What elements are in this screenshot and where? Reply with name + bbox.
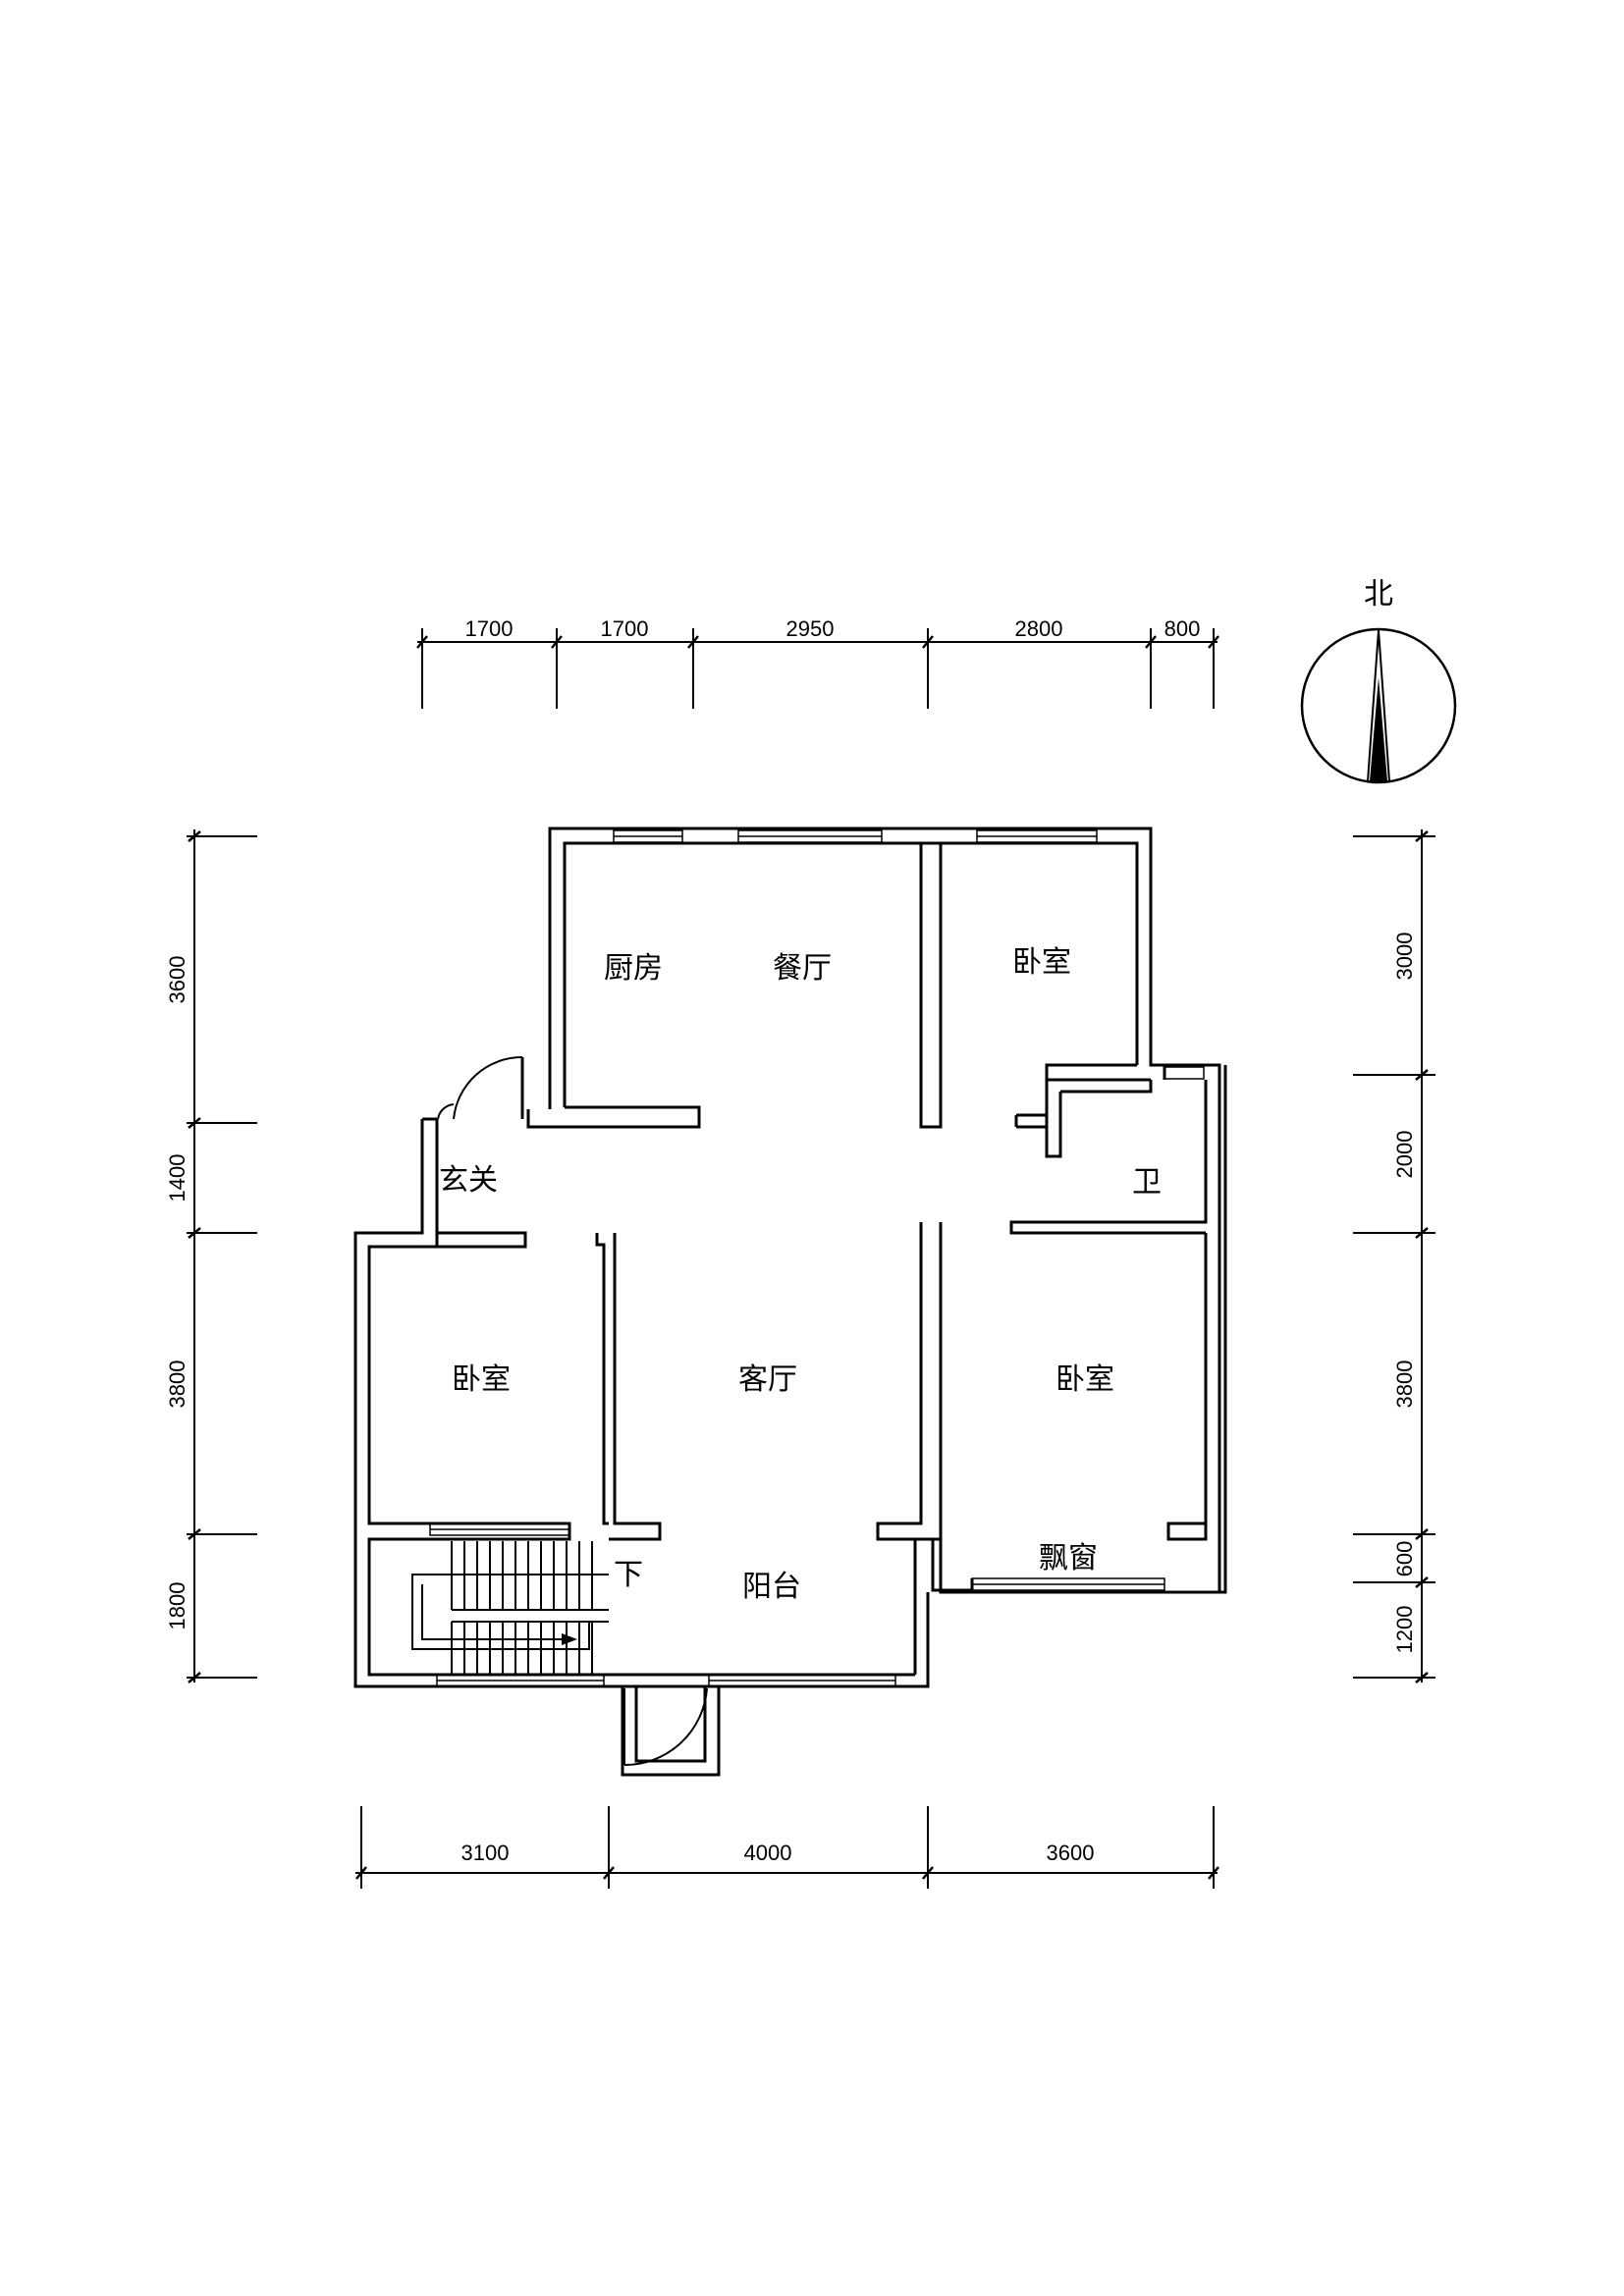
- compass-north-label: 北: [1364, 577, 1393, 612]
- room-label-living: 客厅: [738, 1362, 797, 1397]
- dim-top-4: 2800: [1015, 616, 1063, 641]
- room-label-bay-window: 飘窗: [1039, 1541, 1098, 1575]
- entry-door-swing: [453, 1055, 523, 1120]
- windows: [429, 829, 1205, 1687]
- dim-right-3: 3800: [1392, 1361, 1417, 1409]
- walls: [353, 827, 1227, 1777]
- room-label-foyer: 玄关: [439, 1163, 498, 1198]
- room-label-bedroom-w: 卧室: [452, 1362, 511, 1397]
- room-label-bath: 卫: [1132, 1165, 1162, 1200]
- room-label-bedroom-ne: 卧室: [1012, 945, 1071, 980]
- dim-bottom-1: 3100: [461, 1841, 510, 1865]
- dimension-top: 1700 1700 2950 2800 800: [416, 616, 1219, 709]
- staircase: [411, 1541, 609, 1675]
- room-label-balcony: 阳台: [742, 1570, 801, 1604]
- dimension-left: 3600 1400 3800 1800: [165, 829, 257, 1683]
- dim-left-1: 3600: [165, 956, 189, 1004]
- dim-left-4: 1800: [165, 1582, 189, 1630]
- stair-down-label: 下: [614, 1558, 643, 1592]
- dim-top-3: 2950: [786, 616, 835, 641]
- dim-right-5: 1200: [1392, 1606, 1417, 1654]
- dim-top-2: 1700: [601, 616, 649, 641]
- dim-left-2: 1400: [165, 1154, 189, 1202]
- dim-right-1: 3000: [1392, 933, 1417, 981]
- dim-right-4: 600: [1392, 1541, 1417, 1577]
- dimension-right: 3000 2000 3800 600 1200: [1353, 829, 1435, 1683]
- dim-right-2: 2000: [1392, 1131, 1417, 1179]
- dimension-bottom: 3100 4000 3600: [355, 1806, 1219, 1889]
- north-arrow-icon: 北: [1300, 577, 1457, 784]
- room-label-dining: 餐厅: [773, 951, 832, 986]
- dim-bottom-2: 4000: [744, 1841, 792, 1865]
- dim-left-3: 3800: [165, 1361, 189, 1409]
- dim-top-5: 800: [1164, 616, 1201, 641]
- room-label-kitchen: 厨房: [604, 951, 663, 986]
- dim-top-1: 1700: [465, 616, 514, 641]
- dim-bottom-3: 3600: [1047, 1841, 1095, 1865]
- doors: [437, 1055, 708, 1767]
- room-label-bedroom-e: 卧室: [1056, 1362, 1114, 1397]
